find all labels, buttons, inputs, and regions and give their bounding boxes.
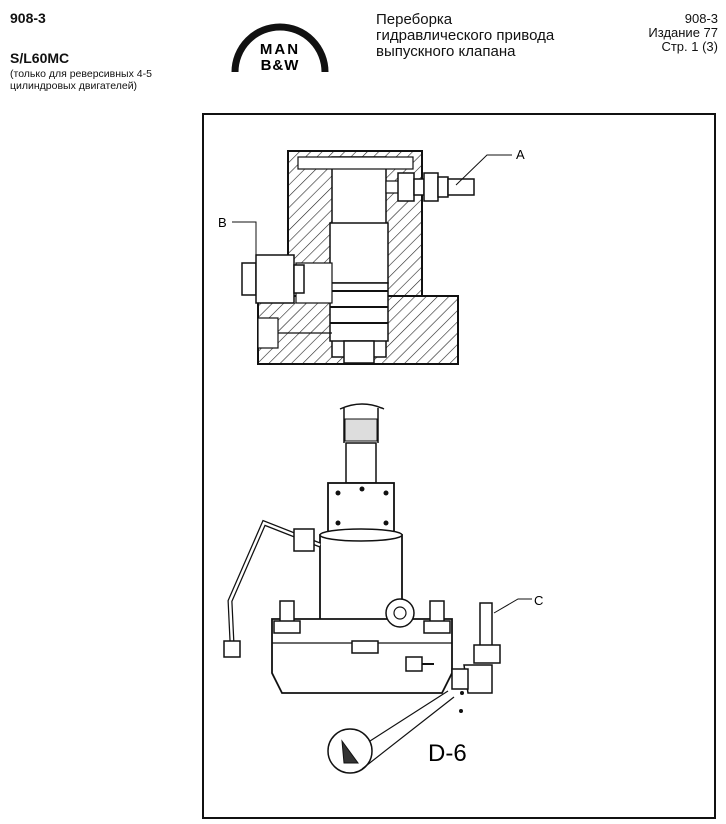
title-line-3: выпускного клапана <box>376 43 516 60</box>
note-line-2: цилиндровых двигателей) <box>10 80 138 92</box>
engine-model: S/L60MC <box>10 50 70 66</box>
drawing-frame <box>202 113 716 819</box>
figure-id: D-6 <box>428 740 467 767</box>
technical-drawing: A B <box>202 113 716 819</box>
logo-text-line1: MAN <box>260 41 300 58</box>
meta-code: 908-3 <box>684 11 718 26</box>
title-line-2: гидравлического привода <box>376 27 555 44</box>
edition: Издание 77 <box>648 25 718 40</box>
label-c: C <box>534 593 543 608</box>
cross-section-view <box>232 150 512 365</box>
logo-text-line2: B&W <box>261 57 300 74</box>
applicability-note: (только для реверсивных 4-5 цилиндровых … <box>10 68 210 92</box>
document-code: 908-3 <box>10 10 46 26</box>
page-title: Переборка гидравлического привода выпуск… <box>376 12 626 60</box>
title-line-1: Переборка <box>376 11 453 28</box>
man-bw-logo: MAN B&W <box>231 23 329 74</box>
external-view <box>223 403 532 774</box>
detail-callout-circle <box>327 728 373 774</box>
label-b: B <box>218 215 227 230</box>
note-line-1: (только для реверсивных 4-5 <box>10 68 152 80</box>
page-number: Стр. 1 (3) <box>661 39 718 54</box>
document-meta: 908-3 Издание 77 Стр. 1 (3) <box>648 12 718 54</box>
label-a: A <box>516 147 525 162</box>
